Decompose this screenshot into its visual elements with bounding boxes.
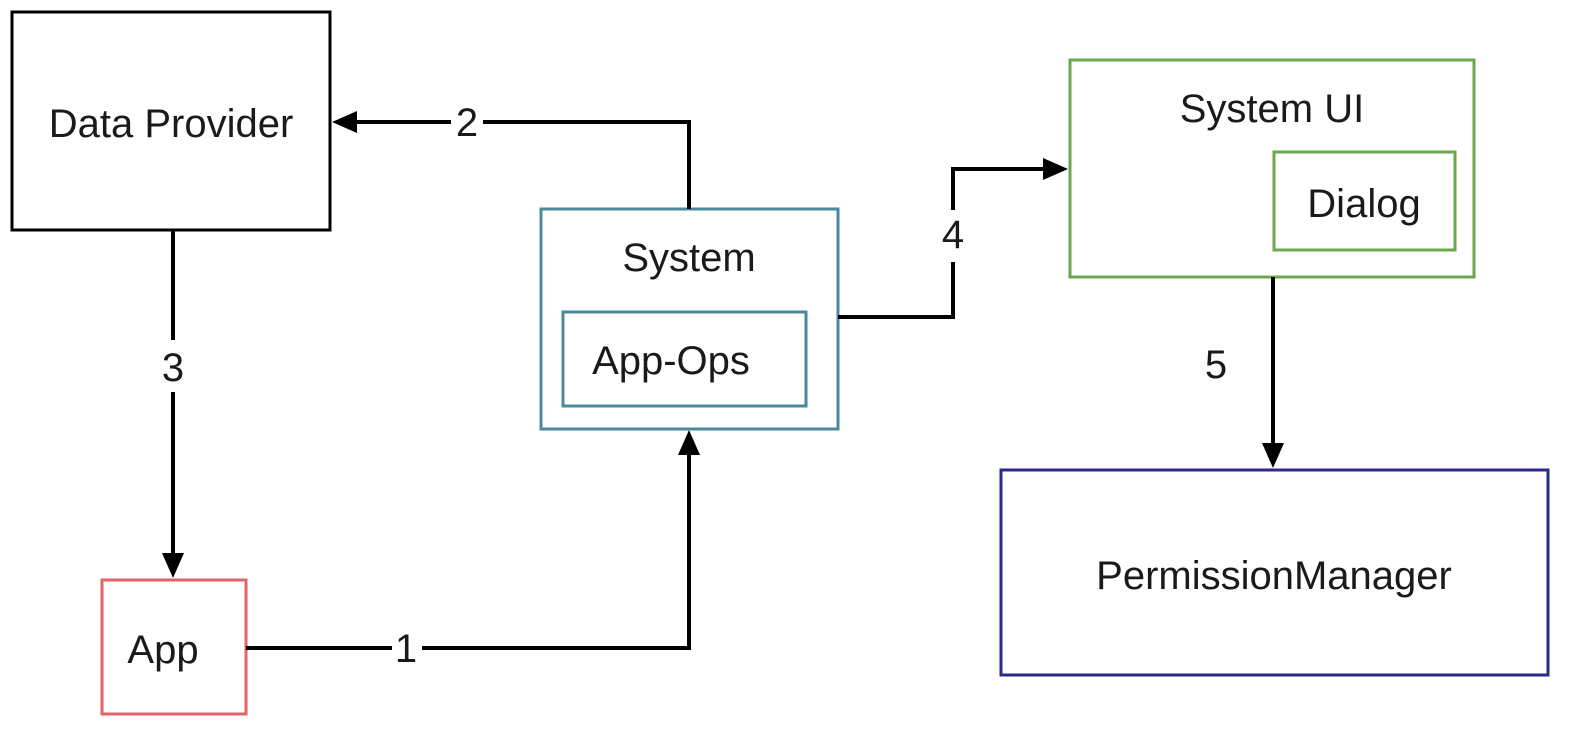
edge-1-label-bg <box>392 626 422 670</box>
edge-4-label-bg <box>937 210 969 262</box>
app-ops-label: App-Ops <box>592 339 750 383</box>
system-label: System <box>622 236 755 280</box>
data-provider-label: Data Provider <box>49 102 294 146</box>
edge-5: 5 <box>1205 277 1284 468</box>
edge-1-arrowhead <box>678 430 700 455</box>
dialog-node[interactable]: Dialog <box>1272 150 1457 252</box>
edge-2-label-bg <box>451 100 483 144</box>
edge-2-line <box>354 120 691 209</box>
edge-1-line <box>246 452 691 650</box>
edge-4-arrowhead <box>1043 158 1068 180</box>
edge-1: 1 <box>246 430 700 671</box>
app-ops-node[interactable]: App-Ops <box>561 310 808 408</box>
edge-4-label: 4 <box>942 213 964 257</box>
app-ops-box <box>561 310 808 408</box>
system-node[interactable]: System App-Ops <box>539 207 840 431</box>
edge-2-label: 2 <box>456 101 478 145</box>
edge-5-arrowhead <box>1262 443 1284 468</box>
edge-2-arrowhead <box>332 111 357 133</box>
edge-3-arrowhead <box>162 553 184 578</box>
edge-3: 3 <box>157 230 189 578</box>
data-provider-box <box>10 10 332 232</box>
edge-4: 4 <box>838 158 1068 319</box>
dialog-label: Dialog <box>1307 182 1420 226</box>
edge-5-label: 5 <box>1205 343 1227 387</box>
app-label: App <box>127 628 198 672</box>
app-box <box>100 578 248 716</box>
permission-manager-label: PermissionManager <box>1096 554 1452 598</box>
permission-manager-box <box>999 468 1550 677</box>
permission-manager-node[interactable]: PermissionManager <box>999 468 1550 677</box>
system-ui-label: System UI <box>1180 87 1364 131</box>
edge-3-label: 3 <box>162 346 184 390</box>
edge-1-label: 1 <box>395 627 417 671</box>
system-ui-node[interactable]: System UI Dialog <box>1068 58 1476 279</box>
app-node[interactable]: App <box>100 578 248 716</box>
data-provider-node[interactable]: Data Provider <box>10 10 332 232</box>
edge-3-label-bg <box>157 340 189 392</box>
dialog-box <box>1272 150 1457 252</box>
edge-2: 2 <box>332 100 691 209</box>
